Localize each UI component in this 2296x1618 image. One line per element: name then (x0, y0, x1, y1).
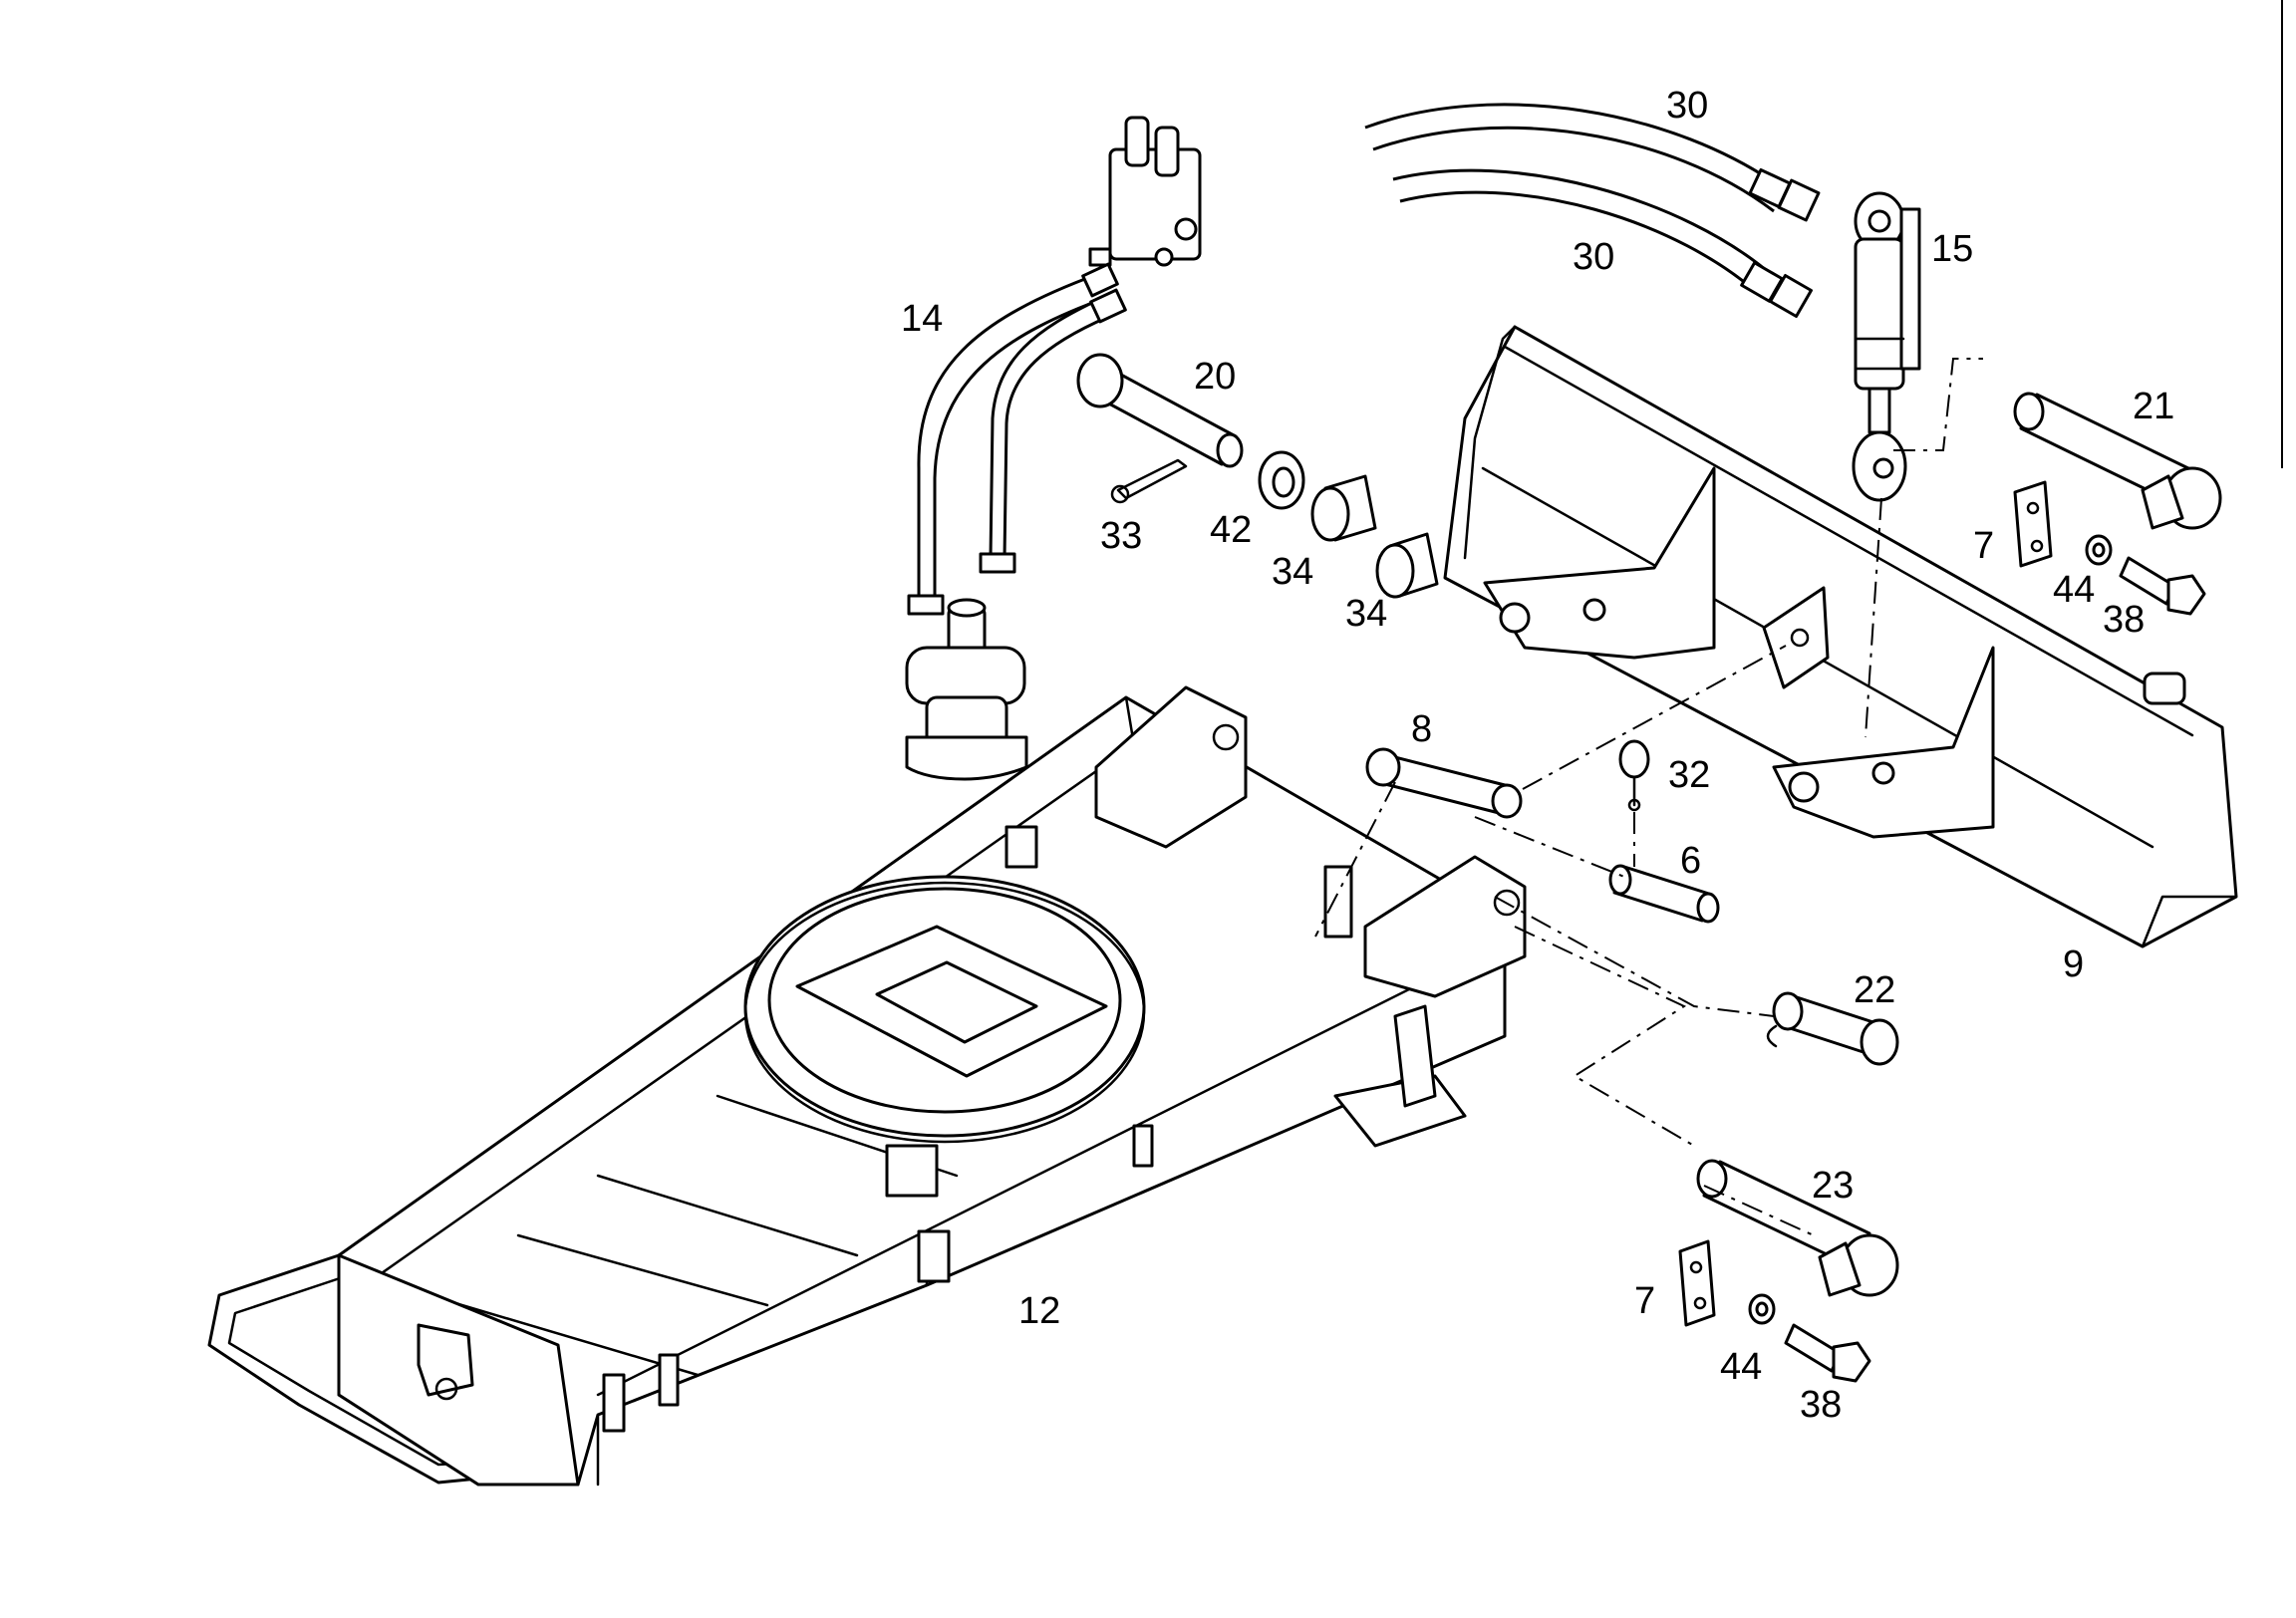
callout-30-lower: 30 (1573, 236, 1614, 278)
callout-44-upper: 44 (2053, 569, 2095, 611)
hydraulic-cylinder (1852, 191, 1921, 502)
pin-23 (1696, 1159, 1899, 1297)
callout-42: 42 (1210, 509, 1252, 551)
callout-38-lower: 38 (1800, 1384, 1842, 1426)
slew-ring (743, 875, 1146, 1144)
callout-23: 23 (1812, 1165, 1854, 1207)
bolt-38-b (1784, 1323, 1871, 1383)
washer-44-a (2085, 534, 2113, 566)
cotter-pin-33 (1110, 458, 1188, 504)
bushing-34-a (1310, 474, 1377, 542)
callout-33: 33 (1100, 515, 1142, 557)
pin-6 (1608, 864, 1720, 924)
lock-plate-7-b (1678, 1239, 1716, 1327)
callout-21: 21 (2133, 386, 2174, 427)
callout-22: 22 (1854, 969, 1895, 1011)
hydraulic-hose-lower (1392, 168, 1813, 318)
callout-7-lower: 7 (1634, 1280, 1655, 1322)
callout-15: 15 (1931, 228, 1973, 270)
lynch-pin-32 (1618, 739, 1650, 812)
washer-44-b (1748, 1293, 1776, 1325)
leader-lines (1314, 358, 1983, 1236)
callout-34-b: 34 (1345, 593, 1387, 635)
callout-14: 14 (901, 298, 943, 340)
callout-30-upper: 30 (1666, 85, 1708, 127)
callout-8: 8 (1411, 708, 1432, 750)
valve-hoses (907, 262, 1127, 616)
callout-12: 12 (1018, 1290, 1060, 1332)
washer-42 (1258, 450, 1305, 510)
callout-34-a: 34 (1272, 551, 1313, 593)
callout-20: 20 (1194, 356, 1236, 398)
callout-7-upper: 7 (1973, 525, 1994, 567)
callout-6: 6 (1680, 840, 1701, 882)
callout-32: 32 (1668, 754, 1710, 796)
bolt-38-a (2119, 556, 2206, 616)
link-8 (1365, 747, 1523, 819)
callout-38-upper: 38 (2103, 599, 2145, 641)
dozer-blade (1443, 325, 2238, 948)
bushing-34-b (1375, 532, 1439, 599)
swivel-joint (905, 598, 1028, 781)
lock-plate-7-a (2013, 480, 2053, 568)
callout-9: 9 (2063, 944, 2084, 985)
callout-44-lower: 44 (1720, 1346, 1762, 1388)
control-valve (1088, 116, 1202, 267)
hydraulic-hose-upper (1364, 103, 1821, 222)
pin-22 (1766, 991, 1899, 1066)
pivot-pin-20 (1076, 353, 1244, 468)
pin-21 (2013, 392, 2222, 530)
